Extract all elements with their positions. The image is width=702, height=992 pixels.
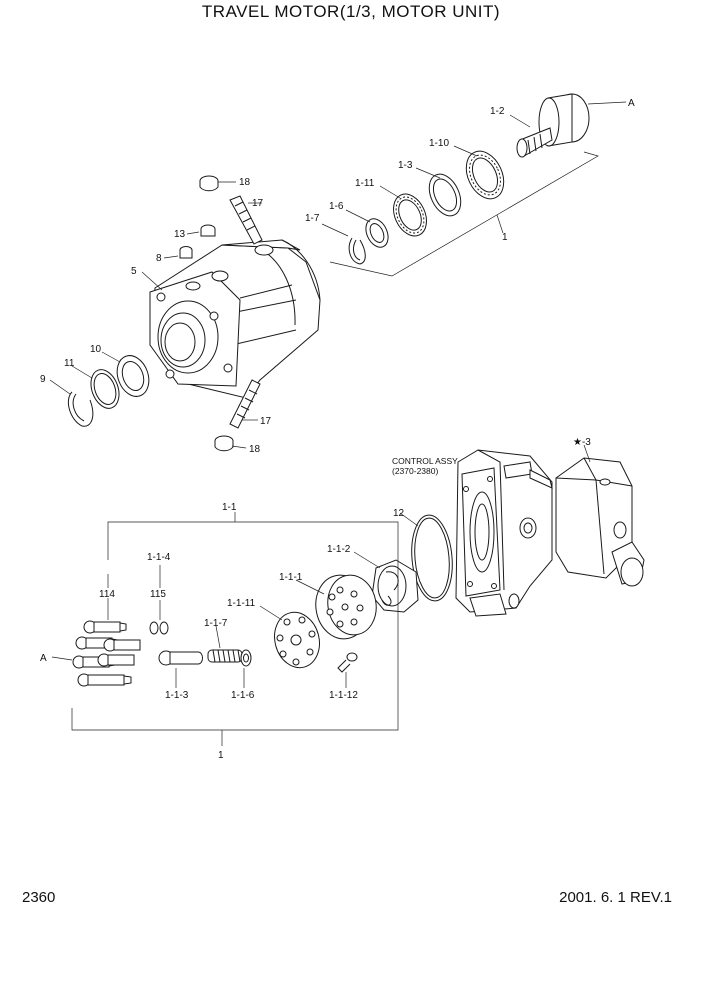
callout-1-1-7: 1-1-7 <box>204 618 228 629</box>
callout-12: 12 <box>393 508 405 519</box>
callout-1-1-6: 1-1-6 <box>231 690 255 701</box>
piston-ring-part <box>149 621 159 635</box>
snap-ring-part <box>348 237 366 265</box>
callout-1-top: 1 <box>502 232 508 243</box>
callout-star-3: ★-3 <box>573 437 591 448</box>
o-ring-part <box>90 369 120 409</box>
callout-18-bot: 18 <box>249 444 261 455</box>
callout-1-1-1: 1-1-1 <box>279 572 303 583</box>
bolt-part <box>337 652 358 673</box>
callout-5: 5 <box>131 266 137 277</box>
callout-1-1-4: 1-1-4 <box>147 552 171 563</box>
page-title: TRAVEL MOTOR(1/3, MOTOR UNIT) <box>201 2 501 21</box>
callout-10: 10 <box>90 344 102 355</box>
revision-date: 2001. 6. 1 REV.1 <box>559 889 672 906</box>
retaining-ring-part <box>67 391 94 427</box>
callout-115: 115 <box>150 589 166 600</box>
callout-1-11: 1-11 <box>355 178 375 189</box>
page-number: 2360 <box>22 889 56 906</box>
spring-part <box>207 649 243 663</box>
stud-bolt-lower-part <box>229 379 261 429</box>
callout-1-1-11: 1-1-11 <box>227 598 256 609</box>
cylinder-block-part <box>315 574 377 640</box>
callout-1-1-12: 1-1-12 <box>329 690 358 701</box>
stud-bolt-part <box>229 195 263 245</box>
retainer-plate-part <box>274 611 320 669</box>
callout-1-1-3: 1-1-3 <box>165 690 189 701</box>
callout-1-1-2: 1-1-2 <box>327 544 351 555</box>
callout-1-1: 1-1 <box>222 502 237 513</box>
motor-housing-part <box>149 239 321 399</box>
callout-13: 13 <box>174 229 186 240</box>
control-assy-part <box>455 449 553 617</box>
piston-set-part <box>72 620 141 687</box>
control-assy-ref: (2370-2380) <box>392 466 438 476</box>
callout-17-top: 17 <box>252 198 264 209</box>
plug-13-part <box>200 224 216 237</box>
plug-8-part <box>179 246 193 259</box>
valve-block-part <box>555 457 645 587</box>
drive-shaft-part <box>516 93 590 158</box>
plug-part <box>199 175 219 192</box>
callout-11: 11 <box>64 358 75 369</box>
valve-plate-part <box>371 559 419 613</box>
bearing-part <box>465 150 505 200</box>
callout-1-6: 1-6 <box>329 201 344 212</box>
control-assy-label: CONTROL ASSY <box>392 456 458 466</box>
callout-1-bot: 1 <box>218 750 224 761</box>
callout-9: 9 <box>40 374 46 385</box>
roller-bearing-part <box>393 193 427 237</box>
center-pin-part <box>158 650 203 666</box>
callout-A-bot: A <box>40 653 47 664</box>
callout-1-2: 1-2 <box>490 106 505 117</box>
callout-114: 114 <box>99 589 115 600</box>
plug-lower-part <box>214 435 234 452</box>
callout-1-10: 1-10 <box>429 138 449 149</box>
o-ring-12-part <box>411 514 453 602</box>
shim-part <box>428 173 462 217</box>
callout-17-bot: 17 <box>260 416 272 427</box>
callout-A-top: A <box>628 98 635 109</box>
callout-1-7: 1-7 <box>305 213 320 224</box>
callout-1-3: 1-3 <box>398 160 413 171</box>
callout-8: 8 <box>156 253 162 264</box>
washer-part <box>240 649 252 667</box>
callout-18-top: 18 <box>239 177 251 188</box>
oil-seal-part <box>116 355 150 397</box>
